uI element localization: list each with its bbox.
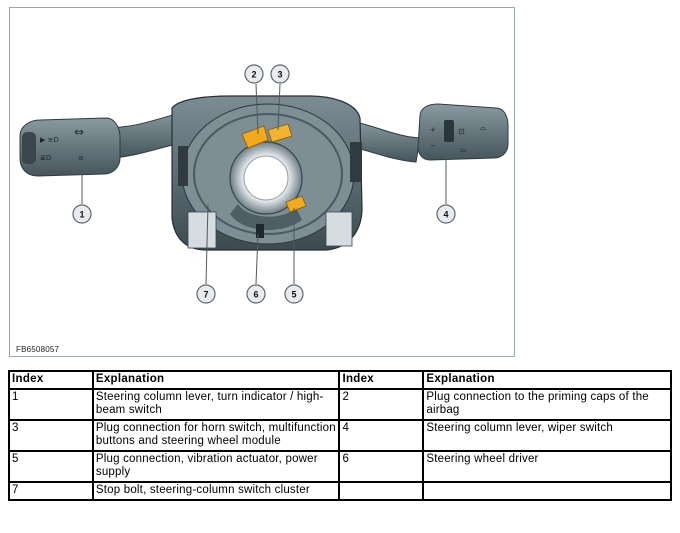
callout-1: 1: [72, 204, 92, 224]
figure-code: FB6508057: [16, 345, 60, 354]
clock-spring-ring: [229, 141, 303, 231]
svg-text:⊡: ⊡: [458, 127, 465, 136]
svg-text:+: +: [430, 126, 436, 134]
stop-bolt: [256, 224, 264, 238]
legend-table: Index Explanation Index Explanation 1 St…: [8, 370, 672, 501]
svg-text:⇔: ⇔: [74, 125, 84, 139]
index-cell: 7: [8, 481, 94, 501]
header-index-2: Index: [338, 370, 425, 390]
callout-5: 5: [284, 284, 304, 304]
svg-text:≣D: ≣D: [40, 154, 51, 162]
table-row: 7 Stop bolt, steering-column switch clus…: [8, 481, 672, 501]
svg-text:⌓: ⌓: [460, 145, 467, 154]
callout-6: 6: [246, 284, 266, 304]
svg-text:≡: ≡: [78, 154, 84, 162]
plug-connectors: [241, 123, 307, 213]
header-explanation-1: Explanation: [91, 370, 341, 390]
svg-text:6: 6: [253, 290, 258, 300]
explanation-cell: Stop bolt, steering-column switch cluste…: [91, 481, 341, 501]
table-row: 1 Steering column lever, turn indicator …: [8, 388, 672, 421]
explanation-cell: Plug connection to the priming caps of t…: [422, 388, 672, 421]
index-cell: 6: [338, 450, 425, 483]
component-figure: ▶ ≡D ≣D ⇔ ≡ + − ⊡ ⌓ ⌓: [9, 7, 515, 357]
callout-2: 2: [244, 64, 264, 84]
steering-column-switch-illustration: ▶ ≡D ≣D ⇔ ≡ + − ⊡ ⌓ ⌓: [19, 64, 509, 304]
svg-text:5: 5: [291, 290, 296, 300]
header-index-1: Index: [8, 370, 94, 390]
header-explanation-2: Explanation: [422, 370, 672, 390]
leader-lines: [81, 83, 447, 285]
svg-text:7: 7: [203, 290, 208, 300]
explanation-cell: [422, 481, 672, 501]
index-cell: 4: [338, 419, 425, 452]
index-cell: 3: [8, 419, 94, 452]
explanation-cell: Plug connection for horn switch, multifu…: [91, 419, 341, 452]
svg-text:3: 3: [277, 70, 282, 80]
svg-text:⌓: ⌓: [480, 123, 487, 132]
svg-text:1: 1: [79, 210, 84, 220]
index-cell: 5: [8, 450, 94, 483]
index-cell: [338, 481, 425, 501]
table-header-row: Index Explanation Index Explanation: [8, 370, 672, 390]
callout-4: 4: [436, 204, 456, 224]
explanation-cell: Steering column lever, wiper switch: [422, 419, 672, 452]
right-lever: + − ⊡ ⌓ ⌓: [339, 103, 509, 163]
callout-3: 3: [270, 64, 290, 84]
explanation-cell: Steering column lever, turn indicator / …: [91, 388, 341, 421]
explanation-cell: Plug connection, vibration actuator, pow…: [91, 450, 341, 483]
table-row: 5 Plug connection, vibration actuator, p…: [8, 450, 672, 483]
svg-text:4: 4: [443, 210, 448, 220]
table-row: 3 Plug connection for horn switch, multi…: [8, 419, 672, 452]
index-cell: 2: [338, 388, 425, 421]
svg-text:2: 2: [251, 70, 256, 80]
callout-7: 7: [196, 284, 216, 304]
index-cell: 1: [8, 388, 94, 421]
explanation-cell: Steering wheel driver: [422, 450, 672, 483]
svg-text:−: −: [430, 142, 436, 150]
svg-text:▶ ≡D: ▶ ≡D: [40, 136, 59, 144]
